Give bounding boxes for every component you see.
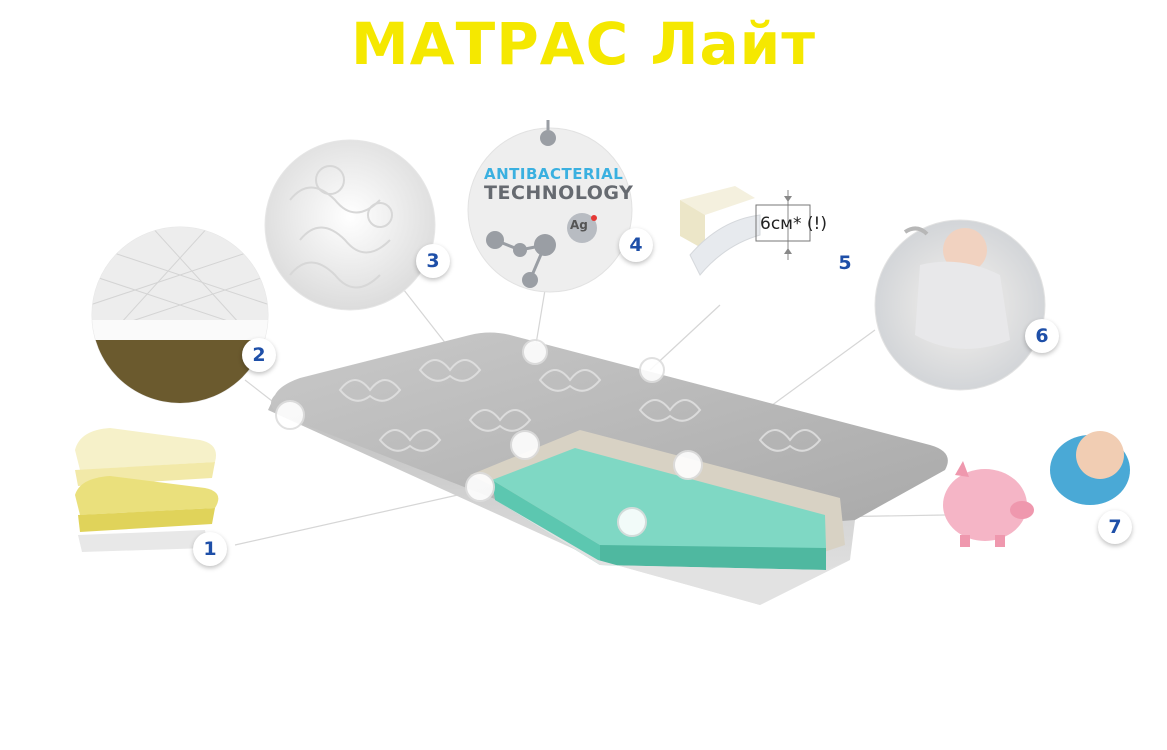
antibacterial-label: ANTIBACTERIAL (484, 165, 624, 183)
butterfly-pattern (338, 359, 822, 452)
piggy-bank-icon (943, 431, 1130, 547)
sleeping-baby-icon (874, 219, 1046, 391)
foam-layers-icon (75, 428, 219, 552)
callout-badge-6: 6 (1025, 319, 1059, 353)
thickness-label: 6см* (!) (760, 214, 827, 234)
thickness-profile-icon (680, 186, 811, 276)
quilted-cover-icon (91, 226, 269, 404)
hotspot-markers (275, 339, 703, 537)
callout-badge-1: 1 (193, 532, 227, 566)
callout-badge-4: 4 (619, 228, 653, 262)
callout-badge-7: 7 (1098, 510, 1132, 544)
technology-label: TECHNOLOGY (484, 182, 634, 204)
antibacterial-molecule-icon (467, 120, 633, 293)
callout-badge-5: 5 (838, 252, 852, 274)
callout-badge-3: 3 (416, 244, 450, 278)
mattress (268, 332, 948, 605)
jacquard-fabric-icon (264, 139, 436, 311)
page-title: МАТРАС Лайт (351, 10, 816, 78)
silver-symbol: Ag (570, 218, 588, 232)
callout-badge-2: 2 (242, 338, 276, 372)
